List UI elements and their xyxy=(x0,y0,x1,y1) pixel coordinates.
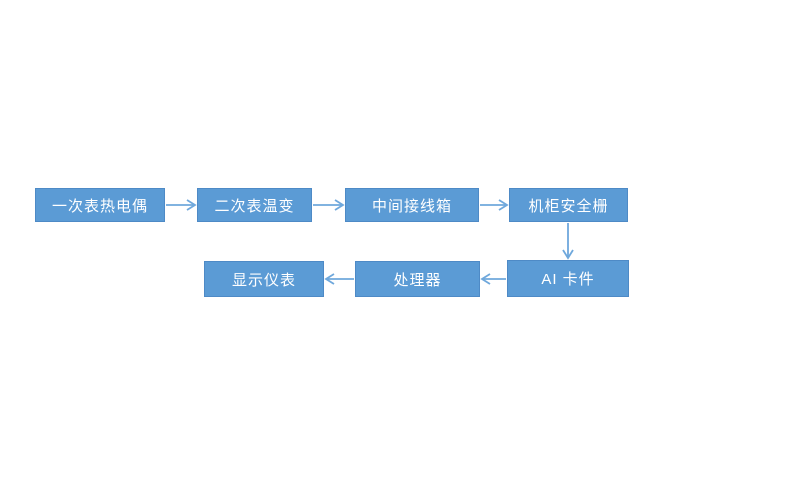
arrow-processor-to-display xyxy=(324,273,354,285)
node-display-instrument: 显示仪表 xyxy=(204,261,324,297)
node-intermediate-junction-box: 中间接线箱 xyxy=(345,188,479,222)
arrow-ai-card-to-processor xyxy=(480,273,506,285)
node-primary-thermocouple: 一次表热电偶 xyxy=(35,188,165,222)
node-processor: 处理器 xyxy=(355,261,480,297)
node-secondary-temp-transmitter: 二次表温变 xyxy=(197,188,312,222)
arrow-safety-barrier-to-ai-card xyxy=(562,223,574,260)
arrow-temp-transmitter-to-junction-box xyxy=(313,199,345,211)
node-cabinet-safety-barrier: 机柜安全栅 xyxy=(509,188,628,222)
arrow-thermocouple-to-temp-transmitter xyxy=(166,199,197,211)
arrow-junction-box-to-safety-barrier xyxy=(480,199,509,211)
node-ai-card: AI 卡件 xyxy=(507,260,629,297)
